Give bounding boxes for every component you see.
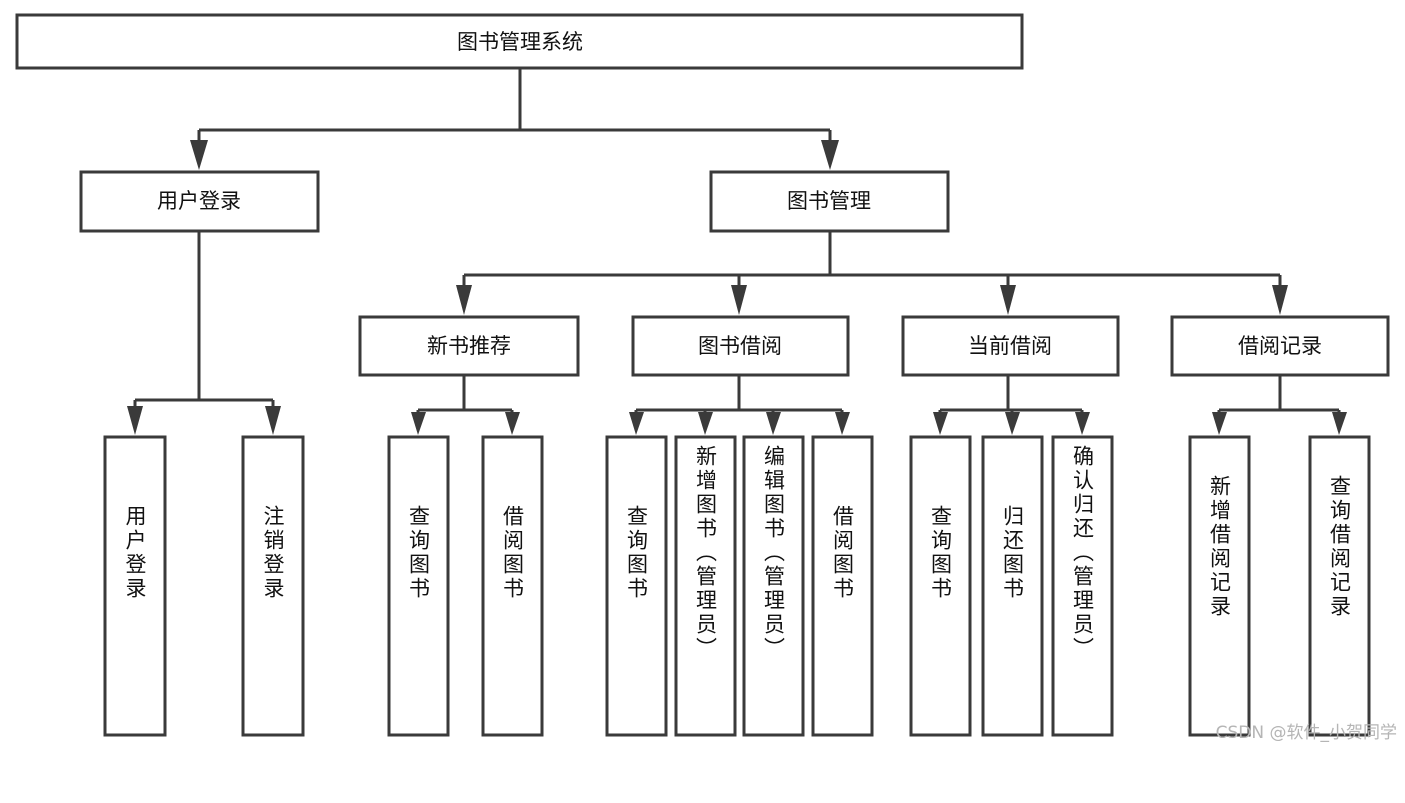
leaf-box-logout[interactable] xyxy=(241,435,305,737)
node-book-borrow-box[interactable] xyxy=(631,315,850,377)
arrowhead-leaf-query-book-2 xyxy=(629,412,644,435)
node-current-borrow-box[interactable] xyxy=(901,315,1120,377)
leaf-box-borrow-book-2[interactable] xyxy=(811,435,874,737)
node-current-borrow-label: 当前借阅 xyxy=(968,334,1052,358)
node-title[interactable]: 图书管理系统 xyxy=(15,13,1024,70)
node-new-book-recommend-label: 新书推荐 xyxy=(427,334,511,358)
leaf-box-query-book-2[interactable] xyxy=(605,435,668,737)
node-book-borrow-label: 图书借阅 xyxy=(698,334,782,358)
diagram-canvas: 图书管理系统 用户登录 图书管理 新书推荐 图书借阅 当前借阅 借阅记录 xyxy=(15,13,1397,743)
node-borrow-record-box[interactable] xyxy=(1170,315,1390,377)
leaf-box-query-record[interactable] xyxy=(1308,435,1371,737)
leaf-box-add-book[interactable] xyxy=(674,435,737,737)
arrowhead-current-borrow xyxy=(1000,285,1016,315)
node-book-manage-label: 图书管理 xyxy=(787,189,871,213)
arrowhead-leaf-return-book xyxy=(1005,412,1020,435)
node-borrow-record-label: 借阅记录 xyxy=(1238,334,1322,358)
arrowhead-leaf-edit-book xyxy=(766,412,781,435)
leaf-box-borrow-book-1[interactable] xyxy=(481,435,544,737)
arrowhead-leaf-borrow-book-1 xyxy=(505,412,520,435)
node-borrow-record[interactable]: 借阅记录 xyxy=(1170,315,1390,377)
arrowhead-leaf-user-login xyxy=(127,406,143,435)
arrowhead-leaf-query-book-1 xyxy=(411,412,426,435)
arrowhead-book-manage xyxy=(821,140,839,170)
arrowhead-leaf-add-book xyxy=(698,412,713,435)
arrowhead-leaf-borrow-book-2 xyxy=(835,412,850,435)
leaf-box-confirm-return[interactable] xyxy=(1051,435,1114,737)
node-book-manage[interactable]: 图书管理 xyxy=(709,170,950,233)
arrowhead-leaf-query-record xyxy=(1332,412,1347,435)
connector-group-book-manage xyxy=(456,231,1288,315)
connector-group-user-login xyxy=(127,231,281,435)
arrowhead-leaf-add-record xyxy=(1212,412,1227,435)
node-new-book-recommend[interactable]: 新书推荐 xyxy=(358,315,580,377)
leaf-box-query-book-1[interactable] xyxy=(387,435,450,737)
arrowhead-new-book-recommend xyxy=(456,285,472,315)
node-user-login[interactable]: 用户登录 xyxy=(79,170,320,233)
flowchart-svg: 图书管理系统 用户登录 图书管理 新书推荐 图书借阅 当前借阅 借阅记录 xyxy=(15,13,1390,737)
connector-group-book-borrow xyxy=(629,375,850,435)
arrowhead-leaf-query-book-3 xyxy=(933,412,948,435)
arrowhead-borrow-record xyxy=(1272,285,1288,315)
node-title-box[interactable] xyxy=(15,13,1024,70)
connector-group-root xyxy=(190,68,839,170)
arrowhead-user-login xyxy=(190,140,208,170)
leaf-box-user-login[interactable] xyxy=(103,435,167,737)
node-book-borrow[interactable]: 图书借阅 xyxy=(631,315,850,377)
leaf-box-add-record[interactable] xyxy=(1188,435,1251,737)
node-current-borrow[interactable]: 当前借阅 xyxy=(901,315,1120,377)
node-user-login-box[interactable] xyxy=(79,170,320,233)
node-user-login-label: 用户登录 xyxy=(157,189,241,213)
connector-group-current-borrow xyxy=(933,375,1090,435)
arrowhead-leaf-confirm-return xyxy=(1075,412,1090,435)
arrowhead-book-borrow xyxy=(731,285,747,315)
leaf-box-edit-book[interactable] xyxy=(742,435,805,737)
node-book-manage-box[interactable] xyxy=(709,170,950,233)
node-new-book-recommend-box[interactable] xyxy=(358,315,580,377)
leaf-box-query-book-3[interactable] xyxy=(909,435,972,737)
connector-group-borrow-record xyxy=(1212,375,1347,435)
node-title-label: 图书管理系统 xyxy=(457,30,583,54)
arrowhead-leaf-logout xyxy=(265,406,281,435)
leaf-box-return-book[interactable] xyxy=(981,435,1044,737)
connector-group-new-book-recommend xyxy=(411,375,520,435)
